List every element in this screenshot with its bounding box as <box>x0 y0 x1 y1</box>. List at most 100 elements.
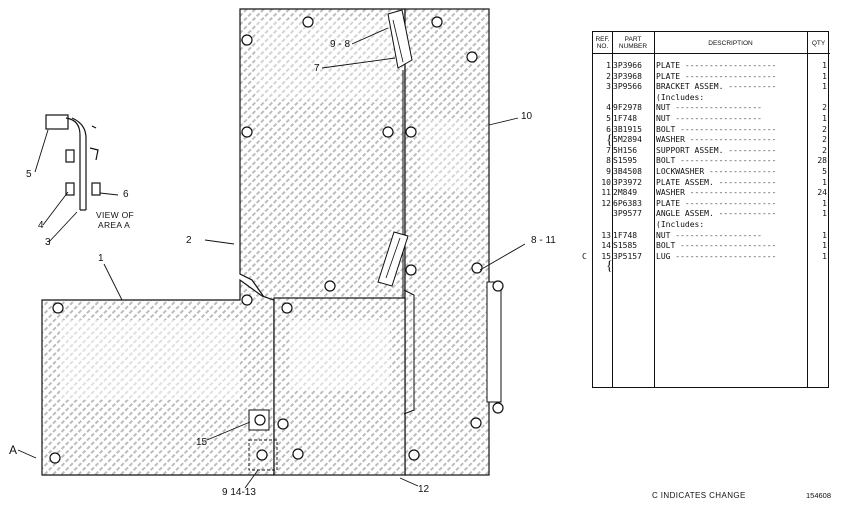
callout-10: 10 <box>521 111 533 122</box>
description: (Includes: <box>656 92 705 102</box>
ref-no: 13 <box>601 230 611 240</box>
part-number: 1F748 <box>613 230 638 240</box>
ref-no: 12 <box>601 198 611 208</box>
interior-bracket <box>403 289 415 415</box>
leader-dots: ------------------- <box>680 198 777 208</box>
part-number: 3B4508 <box>613 167 642 176</box>
quantity: 1 <box>822 177 827 187</box>
callout-7: 7 <box>314 63 320 74</box>
leader-dots: -------------- <box>704 167 777 176</box>
part-number: S1595 <box>613 156 638 166</box>
header-ref: REF.NO. <box>593 32 612 54</box>
callout-9-8: 9 - 8 <box>330 39 351 50</box>
view-caption-line2: AREA A <box>98 220 131 230</box>
ref-no: 8 <box>606 156 611 166</box>
callout-2: 2 <box>186 235 192 246</box>
description: PLATE ------------------- <box>656 198 777 208</box>
support-assem-lower <box>377 231 409 287</box>
callout-4: 4 <box>38 220 44 231</box>
leader-dots: ------------------ <box>670 103 762 113</box>
ref-no: 14 <box>601 241 611 251</box>
description: BRACKET ASSEM. ---------- <box>656 82 777 92</box>
description: NUT ------------------ <box>656 230 762 240</box>
quantity: 2 <box>822 103 827 113</box>
quantity: 5 <box>822 167 827 176</box>
part-number: S1585 <box>613 241 638 251</box>
description: PLATE ------------------- <box>656 71 777 81</box>
leader-dots: -------------------- <box>675 124 777 134</box>
ref-no: 7 <box>606 145 611 155</box>
quantity: 24 <box>817 188 827 198</box>
description: NUT ------------------ <box>656 114 762 123</box>
callout-15: 15 <box>196 437 208 448</box>
callout-8-11: 8 - 11 <box>531 235 556 246</box>
description: BOLT -------------------- <box>656 124 777 134</box>
plate-10 <box>402 8 490 476</box>
leader-dots: -------------------- <box>675 156 777 166</box>
description: PLATE ASSEM. ------------ <box>656 177 777 187</box>
plate-1 <box>41 278 275 476</box>
leader-dots: ------------------ <box>670 230 762 240</box>
leader-lines <box>17 27 526 489</box>
support-assem-upper <box>387 9 413 69</box>
quantity: 2 <box>822 124 827 134</box>
callout-5: 5 <box>26 169 32 180</box>
change-indicator-note: C INDICATES CHANGE <box>652 491 746 500</box>
leader-dots: ---------- <box>723 145 777 155</box>
description: ANGLE ASSEM. ------------ <box>656 209 777 219</box>
description: BOLT -------------------- <box>656 241 777 251</box>
description: NUT ------------------ <box>656 103 762 113</box>
leader-dots: --------------------- <box>670 251 777 261</box>
ref-no: 4 <box>606 103 611 113</box>
description: (Includes: <box>656 220 705 229</box>
plate-2 <box>239 8 406 301</box>
quantity: 28 <box>817 156 827 166</box>
quantity: 1 <box>822 114 827 123</box>
leader-dots: ------------ <box>713 209 777 219</box>
header-qty: QTY <box>807 32 830 54</box>
part-number: 5H156 <box>613 145 638 155</box>
table-row: (Includes: <box>593 92 830 103</box>
leader-dots: -------------------- <box>675 241 777 251</box>
leader-dots: ------------------ <box>670 114 762 123</box>
part-number: 9F2978 <box>613 103 642 113</box>
leader-dots: ------------------- <box>680 61 777 70</box>
part-number: 3P3966 <box>613 61 642 70</box>
part-number: 3P5157 <box>613 251 642 261</box>
part-number: 3P9566 <box>613 82 642 92</box>
description: WASHER ------------------ <box>656 135 777 145</box>
callout-12: 12 <box>418 484 430 495</box>
quantity: 2 <box>822 135 827 145</box>
ref-no: 1 <box>606 61 611 70</box>
description: PLATE ------------------- <box>656 61 777 70</box>
leader-dots: ------------------ <box>684 188 777 198</box>
quantity: 2 <box>822 145 827 155</box>
quantity: 1 <box>822 241 827 251</box>
description: LOCKWASHER -------------- <box>656 167 777 176</box>
bolt-holes <box>49 16 504 464</box>
quantity: 1 <box>822 82 827 92</box>
description: BOLT -------------------- <box>656 156 777 166</box>
view-caption-line1: VIEW OF <box>96 210 134 220</box>
ref-no: 9 <box>606 167 611 176</box>
part-number: 3P3968 <box>613 71 642 81</box>
